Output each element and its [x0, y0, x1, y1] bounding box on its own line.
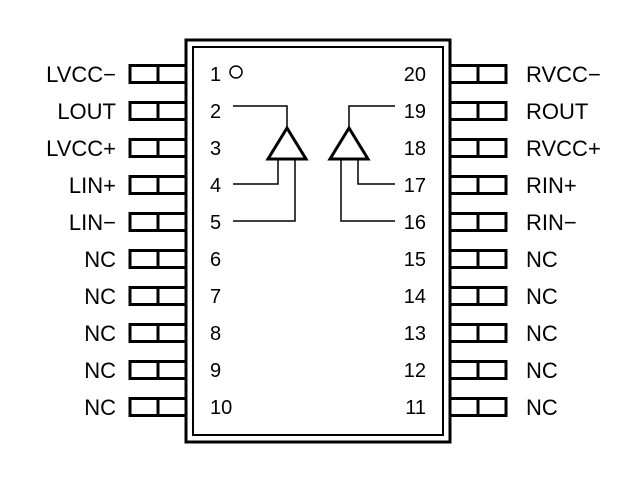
pin-name: NC: [84, 284, 116, 309]
pin-number: 8: [210, 323, 221, 345]
left-amp-in-plus-wire: [233, 159, 279, 185]
pin-name: LOUT: [57, 99, 116, 124]
pin-number: 6: [210, 249, 221, 271]
pin-number: 13: [404, 323, 426, 345]
pin-number: 16: [404, 212, 426, 234]
pin-name: NC: [526, 284, 558, 309]
pin-number: 2: [210, 101, 221, 123]
pin-name: LIN+: [69, 173, 116, 198]
pin-name: LIN−: [69, 210, 116, 235]
pin-number: 11: [405, 397, 426, 419]
right-amp-in-minus-wire: [340, 159, 395, 222]
pin-name: NC: [526, 247, 558, 272]
pin-number: 19: [404, 101, 426, 123]
pin-number: 12: [404, 360, 426, 382]
pin-name: RVCC+: [526, 136, 601, 161]
pin-name: NC: [84, 358, 116, 383]
right-amplifier-icon: [327, 125, 371, 161]
pin-name: NC: [526, 395, 558, 420]
left-amplifier-icon: [265, 125, 309, 161]
pin-number: 20: [404, 64, 426, 86]
right-amp-output-wire: [348, 105, 395, 128]
pin-name: RVCC−: [526, 62, 601, 87]
package-outline: [184, 38, 452, 444]
package-inner-outline: [192, 46, 444, 436]
pin-number: 14: [404, 286, 426, 308]
pin-name: NC: [84, 247, 116, 272]
pin-name: ROUT: [526, 99, 588, 124]
pin-number: 15: [404, 249, 426, 271]
pin-number: 1: [210, 64, 221, 86]
pin-name: NC: [526, 358, 558, 383]
pin-number: 4: [210, 175, 221, 197]
pin-number: 10: [210, 397, 232, 419]
left-amp-output-wire: [233, 105, 288, 128]
pin-number: 17: [404, 175, 426, 197]
pin-name: LVCC+: [46, 136, 116, 161]
pin-name: RIN+: [526, 173, 577, 198]
pin-name: NC: [526, 321, 558, 346]
pin-name: LVCC−: [46, 62, 116, 87]
pin1-marker-icon: [229, 65, 243, 79]
pin-name: RIN−: [526, 210, 577, 235]
pin-number: 18: [404, 138, 426, 160]
pin-name: NC: [84, 395, 116, 420]
pin-number: 7: [210, 286, 221, 308]
pin-number: 9: [210, 360, 221, 382]
left-amp-in-minus-wire: [233, 159, 296, 222]
right-amp-in-plus-wire: [357, 159, 395, 185]
pin-name: NC: [84, 321, 116, 346]
pin-number: 5: [210, 212, 221, 234]
pin-number: 3: [210, 138, 221, 160]
